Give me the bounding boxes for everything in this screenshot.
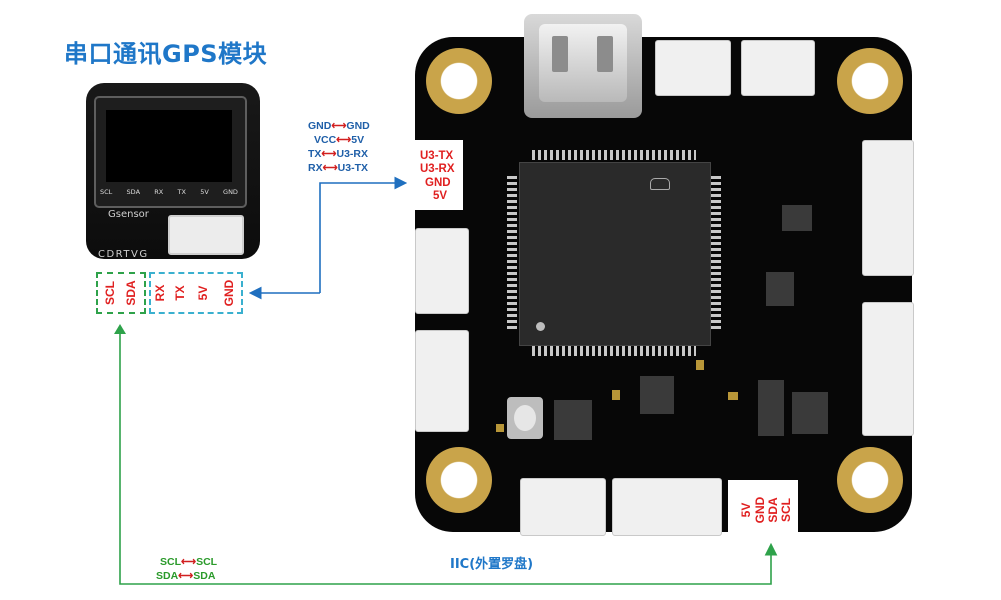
- fc-pin-u3-rx: U3-RX: [420, 163, 455, 175]
- mounting-hole: [837, 48, 903, 114]
- uart-wire-to-fc: [319, 176, 408, 293]
- iic-label: IIC(外置罗盘): [450, 557, 534, 572]
- board-pad: [696, 360, 704, 370]
- chip-pins-top: [532, 150, 696, 160]
- uart-mapping-row: GND⟷GND: [308, 120, 370, 132]
- gps-brand-text: CDRTVG: [98, 249, 149, 260]
- mounting-hole: [426, 48, 492, 114]
- board-pad: [728, 392, 738, 400]
- chip-pin1-dot: [536, 322, 545, 331]
- gps-screen: [106, 110, 232, 182]
- page-title: 串口通讯GPS模块: [64, 40, 268, 68]
- boot-button-cap: [514, 405, 536, 431]
- chip-pins-left: [507, 176, 517, 332]
- chip-pins-right: [711, 176, 721, 332]
- gps-module-pin-label: RX: [154, 188, 164, 196]
- uart-mapping-row: TX⟷U3-RX: [308, 148, 368, 160]
- gps-iic-pin-box: [96, 272, 146, 314]
- iic-wire-arrowhead: [114, 324, 126, 334]
- gps-module-pin-label: SDA: [126, 188, 141, 196]
- chip-pins-bottom: [532, 346, 696, 356]
- iic-mapping-row: SCL⟷SCL: [160, 556, 218, 568]
- mounting-hole: [837, 447, 903, 513]
- board-connector: [415, 228, 469, 314]
- gps-connector: [168, 215, 244, 255]
- board-connector: [741, 40, 815, 96]
- iic-wire: [119, 328, 778, 585]
- board-component: [554, 400, 592, 440]
- usb-c-slot: [597, 36, 613, 72]
- uart-mapping-row: RX⟷U3-TX: [308, 162, 368, 174]
- mcu-chip: [519, 162, 711, 346]
- board-connector: [612, 478, 722, 536]
- gps-module-pin-label: SCL: [100, 188, 113, 196]
- gps-uart-pin-box: [149, 272, 243, 314]
- fc-pin-u3-tx: U3-TX: [420, 150, 454, 162]
- fc-iic-label-area: [728, 480, 798, 536]
- board-connector: [862, 140, 914, 276]
- uart-mapping-row: VCC⟷5V: [314, 134, 365, 146]
- board-connector: [862, 302, 914, 436]
- board-component: [640, 376, 674, 414]
- fc-pin-5v: 5V: [433, 190, 448, 202]
- board-component: [766, 272, 794, 306]
- chip-logo-icon: [650, 178, 670, 190]
- board-component: [758, 380, 784, 436]
- board-connector: [655, 40, 731, 96]
- board-pad: [612, 390, 620, 400]
- gps-module-pin-label: GND: [223, 188, 238, 196]
- gps-module-pin-row: SCL SDA RX TX 5V GND: [100, 188, 238, 196]
- board-connector: [415, 330, 469, 432]
- usb-c-slot: [552, 36, 568, 72]
- board-pad: [496, 424, 504, 432]
- gps-sensor-text: Gsensor: [108, 209, 149, 220]
- fc-pin-gnd: GND: [425, 177, 451, 189]
- gps-module-pin-label: TX: [177, 188, 186, 196]
- board-component: [792, 392, 828, 434]
- mounting-hole: [426, 447, 492, 513]
- board-component: [782, 205, 812, 231]
- fc-uart-label-area: [413, 140, 463, 210]
- board-connector: [520, 478, 606, 536]
- gps-module-pin-label: 5V: [200, 188, 209, 196]
- iic-mapping-row: SDA⟷SDA: [156, 570, 216, 582]
